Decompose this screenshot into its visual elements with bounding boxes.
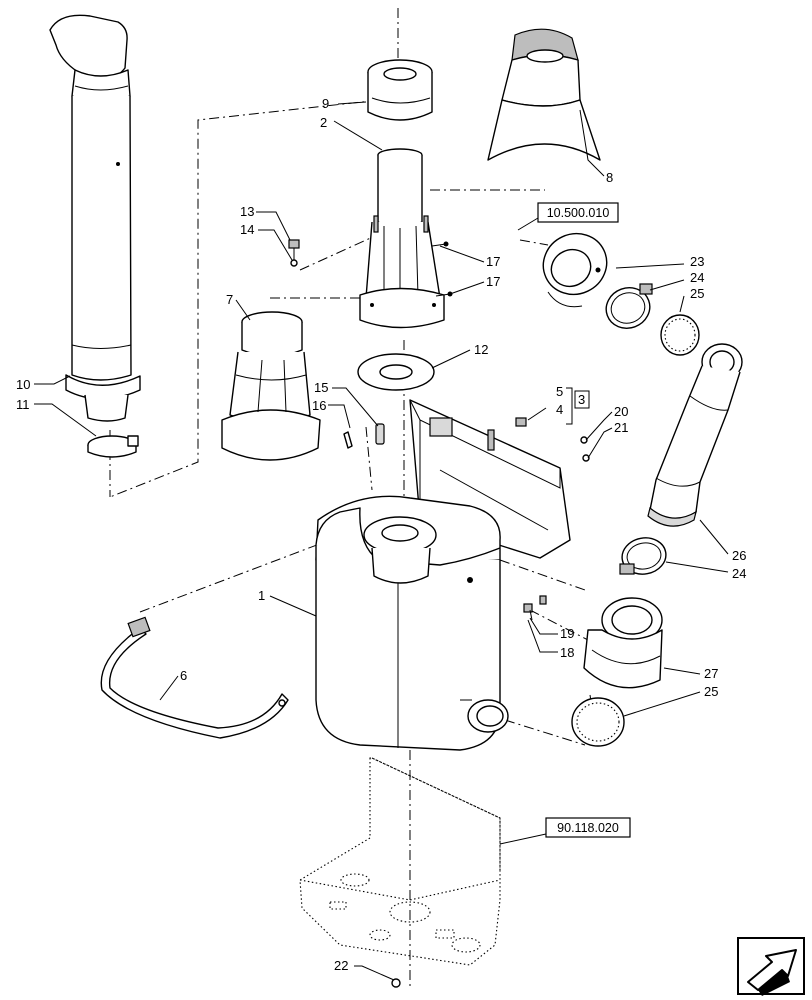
part-24-clamp-upper xyxy=(605,283,653,329)
part-25-gasket-lower xyxy=(571,697,625,747)
callout-3: 3 xyxy=(578,392,585,407)
callout-25-upper: 25 xyxy=(690,286,704,301)
callout-17-upper: 17 xyxy=(486,254,500,269)
callout-11: 11 xyxy=(16,397,30,412)
leader-lines xyxy=(34,101,729,981)
part-18-19-bolt xyxy=(523,595,547,621)
part-2-riser xyxy=(359,148,445,329)
part-15-16-fasteners xyxy=(343,423,385,449)
callout-21: 21 xyxy=(614,420,628,435)
part-9-collar xyxy=(367,59,433,121)
callout-15: 15 xyxy=(314,380,328,395)
part-7-bellows xyxy=(221,311,321,461)
callout-9: 9 xyxy=(322,96,329,111)
callout-2: 2 xyxy=(320,115,327,130)
part-23-collar xyxy=(542,232,608,308)
callout-25-lower: 25 xyxy=(704,684,718,699)
part-12-gasket xyxy=(357,353,435,391)
callout-4: 4 xyxy=(556,402,563,417)
callout-17-lower: 17 xyxy=(486,274,500,289)
next-page-arrow-icon[interactable] xyxy=(737,937,805,996)
callout-16: 16 xyxy=(312,398,326,413)
part-6-strap xyxy=(100,616,289,739)
callout-26: 26 xyxy=(732,548,746,563)
part-22-nut xyxy=(391,978,401,988)
callout-18: 18 xyxy=(560,645,574,660)
callout-10: 10 xyxy=(16,377,30,392)
callout-7: 7 xyxy=(226,292,233,307)
part-11-clamp xyxy=(87,435,139,458)
callout-23: 23 xyxy=(690,254,704,269)
part-10-tail-pipe xyxy=(49,14,141,422)
callouts: 9 2 8 13 14 17 17 7 12 10 11 15 16 5 4 3… xyxy=(16,96,746,973)
callout-19: 19 xyxy=(560,626,574,641)
mounting-base-reference xyxy=(299,757,501,966)
callout-13: 13 xyxy=(240,204,254,219)
callout-12: 12 xyxy=(474,342,488,357)
part-25-gasket-upper xyxy=(660,314,700,356)
reference-bottom-label[interactable]: 90.118.020 xyxy=(557,821,619,835)
part-20-21-nut-washer xyxy=(580,436,590,462)
callout-bracket-3 xyxy=(566,387,573,425)
callout-24-upper: 24 xyxy=(690,270,704,285)
callout-14: 14 xyxy=(240,222,254,237)
part-8-elbow xyxy=(487,28,601,161)
callout-6: 6 xyxy=(180,668,187,683)
reference-box-bottom[interactable]: 90.118.020 xyxy=(545,817,631,838)
callout-20: 20 xyxy=(614,404,628,419)
part-24-clamp-lower xyxy=(619,537,667,575)
callout-3-box xyxy=(574,390,590,409)
part-26-flex-pipe xyxy=(647,343,743,527)
callout-5: 5 xyxy=(556,384,563,399)
callout-27: 27 xyxy=(704,666,718,681)
part-1-muffler xyxy=(315,495,509,751)
callout-1: 1 xyxy=(258,588,265,603)
callout-22: 22 xyxy=(334,958,348,973)
callout-8: 8 xyxy=(606,170,613,185)
reference-box-top[interactable]: 10.500.010 xyxy=(537,202,619,223)
reference-top-label[interactable]: 10.500.010 xyxy=(547,206,610,220)
callout-24-lower: 24 xyxy=(732,566,746,581)
part-27-elbow xyxy=(583,597,663,689)
part-13-14-bolt xyxy=(288,239,300,267)
part-17-bolts xyxy=(431,241,453,297)
